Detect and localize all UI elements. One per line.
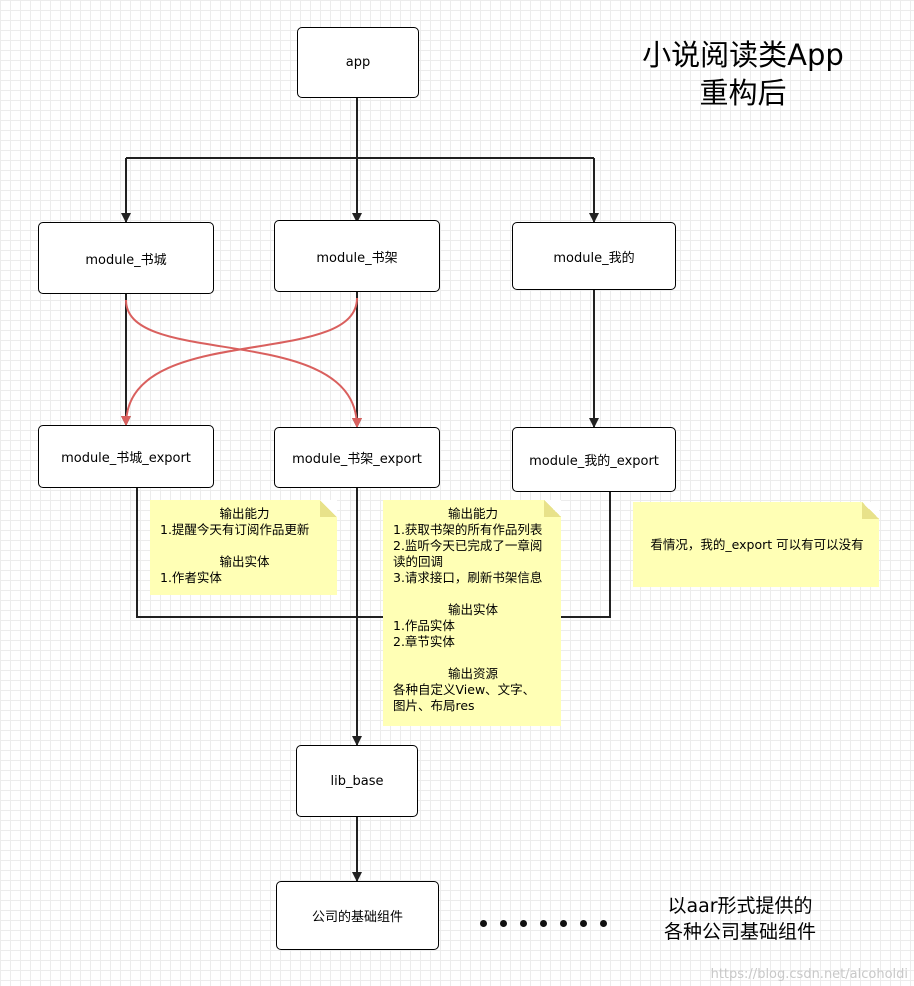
node-export-bookshelf-label: module_书架_export: [292, 452, 422, 467]
node-module-bookstore: module_书城: [38, 222, 214, 294]
node-module-mine-label: module_我的: [553, 250, 635, 266]
caption-line-2: 各种公司基础组件: [663, 921, 816, 943]
node-export-bookstore: module_书城_export: [38, 425, 214, 488]
edge-bookstore-export-bracket: [136, 488, 357, 618]
note-bookstore-line-1: 1.提醒今天有订阅作品更新: [160, 522, 310, 537]
diagram-title: 小说阅读类App 重构后: [620, 36, 866, 112]
note-bookshelf-line-6: 2.章节实体: [393, 634, 455, 649]
edge-cross-bookstore-to-bookshelf-export: [125, 299, 362, 428]
note-bookshelf-heading-ability: 输出能力: [447, 506, 498, 521]
note-bookshelf-export: 输出能力 1.获取书架的所有作品列表 2.监听今天已完成了一章阅 读的回调 3.…: [383, 500, 561, 726]
node-module-bookshelf-label: module_书架: [316, 250, 398, 266]
note-bookshelf-line-8: 图片、布局res: [393, 698, 475, 713]
node-export-mine: module_我的_export: [512, 427, 676, 492]
note-bookshelf-line-7: 各种自定义View、文字、: [393, 682, 536, 697]
title-line-2: 重构后: [699, 76, 787, 110]
dot: [600, 920, 607, 927]
note-bookshelf-line-5: 1.作品实体: [393, 618, 455, 633]
note-bookshelf-line-1: 1.获取书架的所有作品列表: [393, 522, 543, 537]
caption-aar: 以aar形式提供的 各种公司基础组件: [640, 893, 840, 945]
note-mine-export: 看情况，我的_export 可以有可以没有: [633, 502, 879, 587]
dot: [580, 920, 587, 927]
note-bookshelf-heading-resource: 输出资源: [447, 666, 498, 681]
edge-cross-bookshelf-to-bookstore-export: [121, 297, 358, 426]
node-module-bookstore-label: module_书城: [85, 252, 167, 268]
node-lib-base: lib_base: [296, 745, 418, 817]
node-app-label: app: [345, 55, 371, 70]
dot: [540, 920, 547, 927]
ellipsis-dots: [480, 920, 607, 927]
node-company-base: 公司的基础组件: [276, 881, 439, 950]
note-bookshelf-heading-entity: 输出实体: [447, 602, 498, 617]
node-lib-base-label: lib_base: [330, 773, 384, 789]
note-bookshelf-line-3: 读的回调: [393, 554, 444, 569]
dot: [500, 920, 507, 927]
note-bookshelf-line-4: 3.请求接口，刷新书架信息: [393, 570, 543, 585]
dot: [480, 920, 487, 927]
note-bookstore-heading-ability: 输出能力: [219, 506, 270, 521]
node-export-bookshelf: module_书架_export: [274, 427, 440, 488]
dot: [520, 920, 527, 927]
note-bookstore-line-2: 1.作者实体: [160, 570, 222, 585]
node-module-bookshelf: module_书架: [274, 220, 440, 292]
node-app: app: [297, 27, 419, 98]
watermark: https://blog.csdn.net/alcoholdi: [710, 967, 908, 982]
note-bookstore-heading-entity: 输出实体: [219, 554, 270, 569]
title-line-1: 小说阅读类App: [642, 38, 844, 72]
caption-line-1: 以aar形式提供的: [667, 895, 813, 917]
dot: [560, 920, 567, 927]
node-company-base-label: 公司的基础组件: [311, 910, 403, 925]
note-bookshelf-line-2: 2.监听今天已完成了一章阅: [393, 538, 543, 553]
note-bookstore-export: 输出能力 1.提醒今天有订阅作品更新 输出实体 1.作者实体: [150, 500, 337, 595]
note-mine-text: 看情况，我的_export 可以有可以没有: [650, 536, 864, 552]
node-export-bookstore-label: module_书城_export: [61, 451, 191, 466]
node-export-mine-label: module_我的_export: [529, 454, 659, 469]
node-module-mine: module_我的: [512, 222, 676, 290]
